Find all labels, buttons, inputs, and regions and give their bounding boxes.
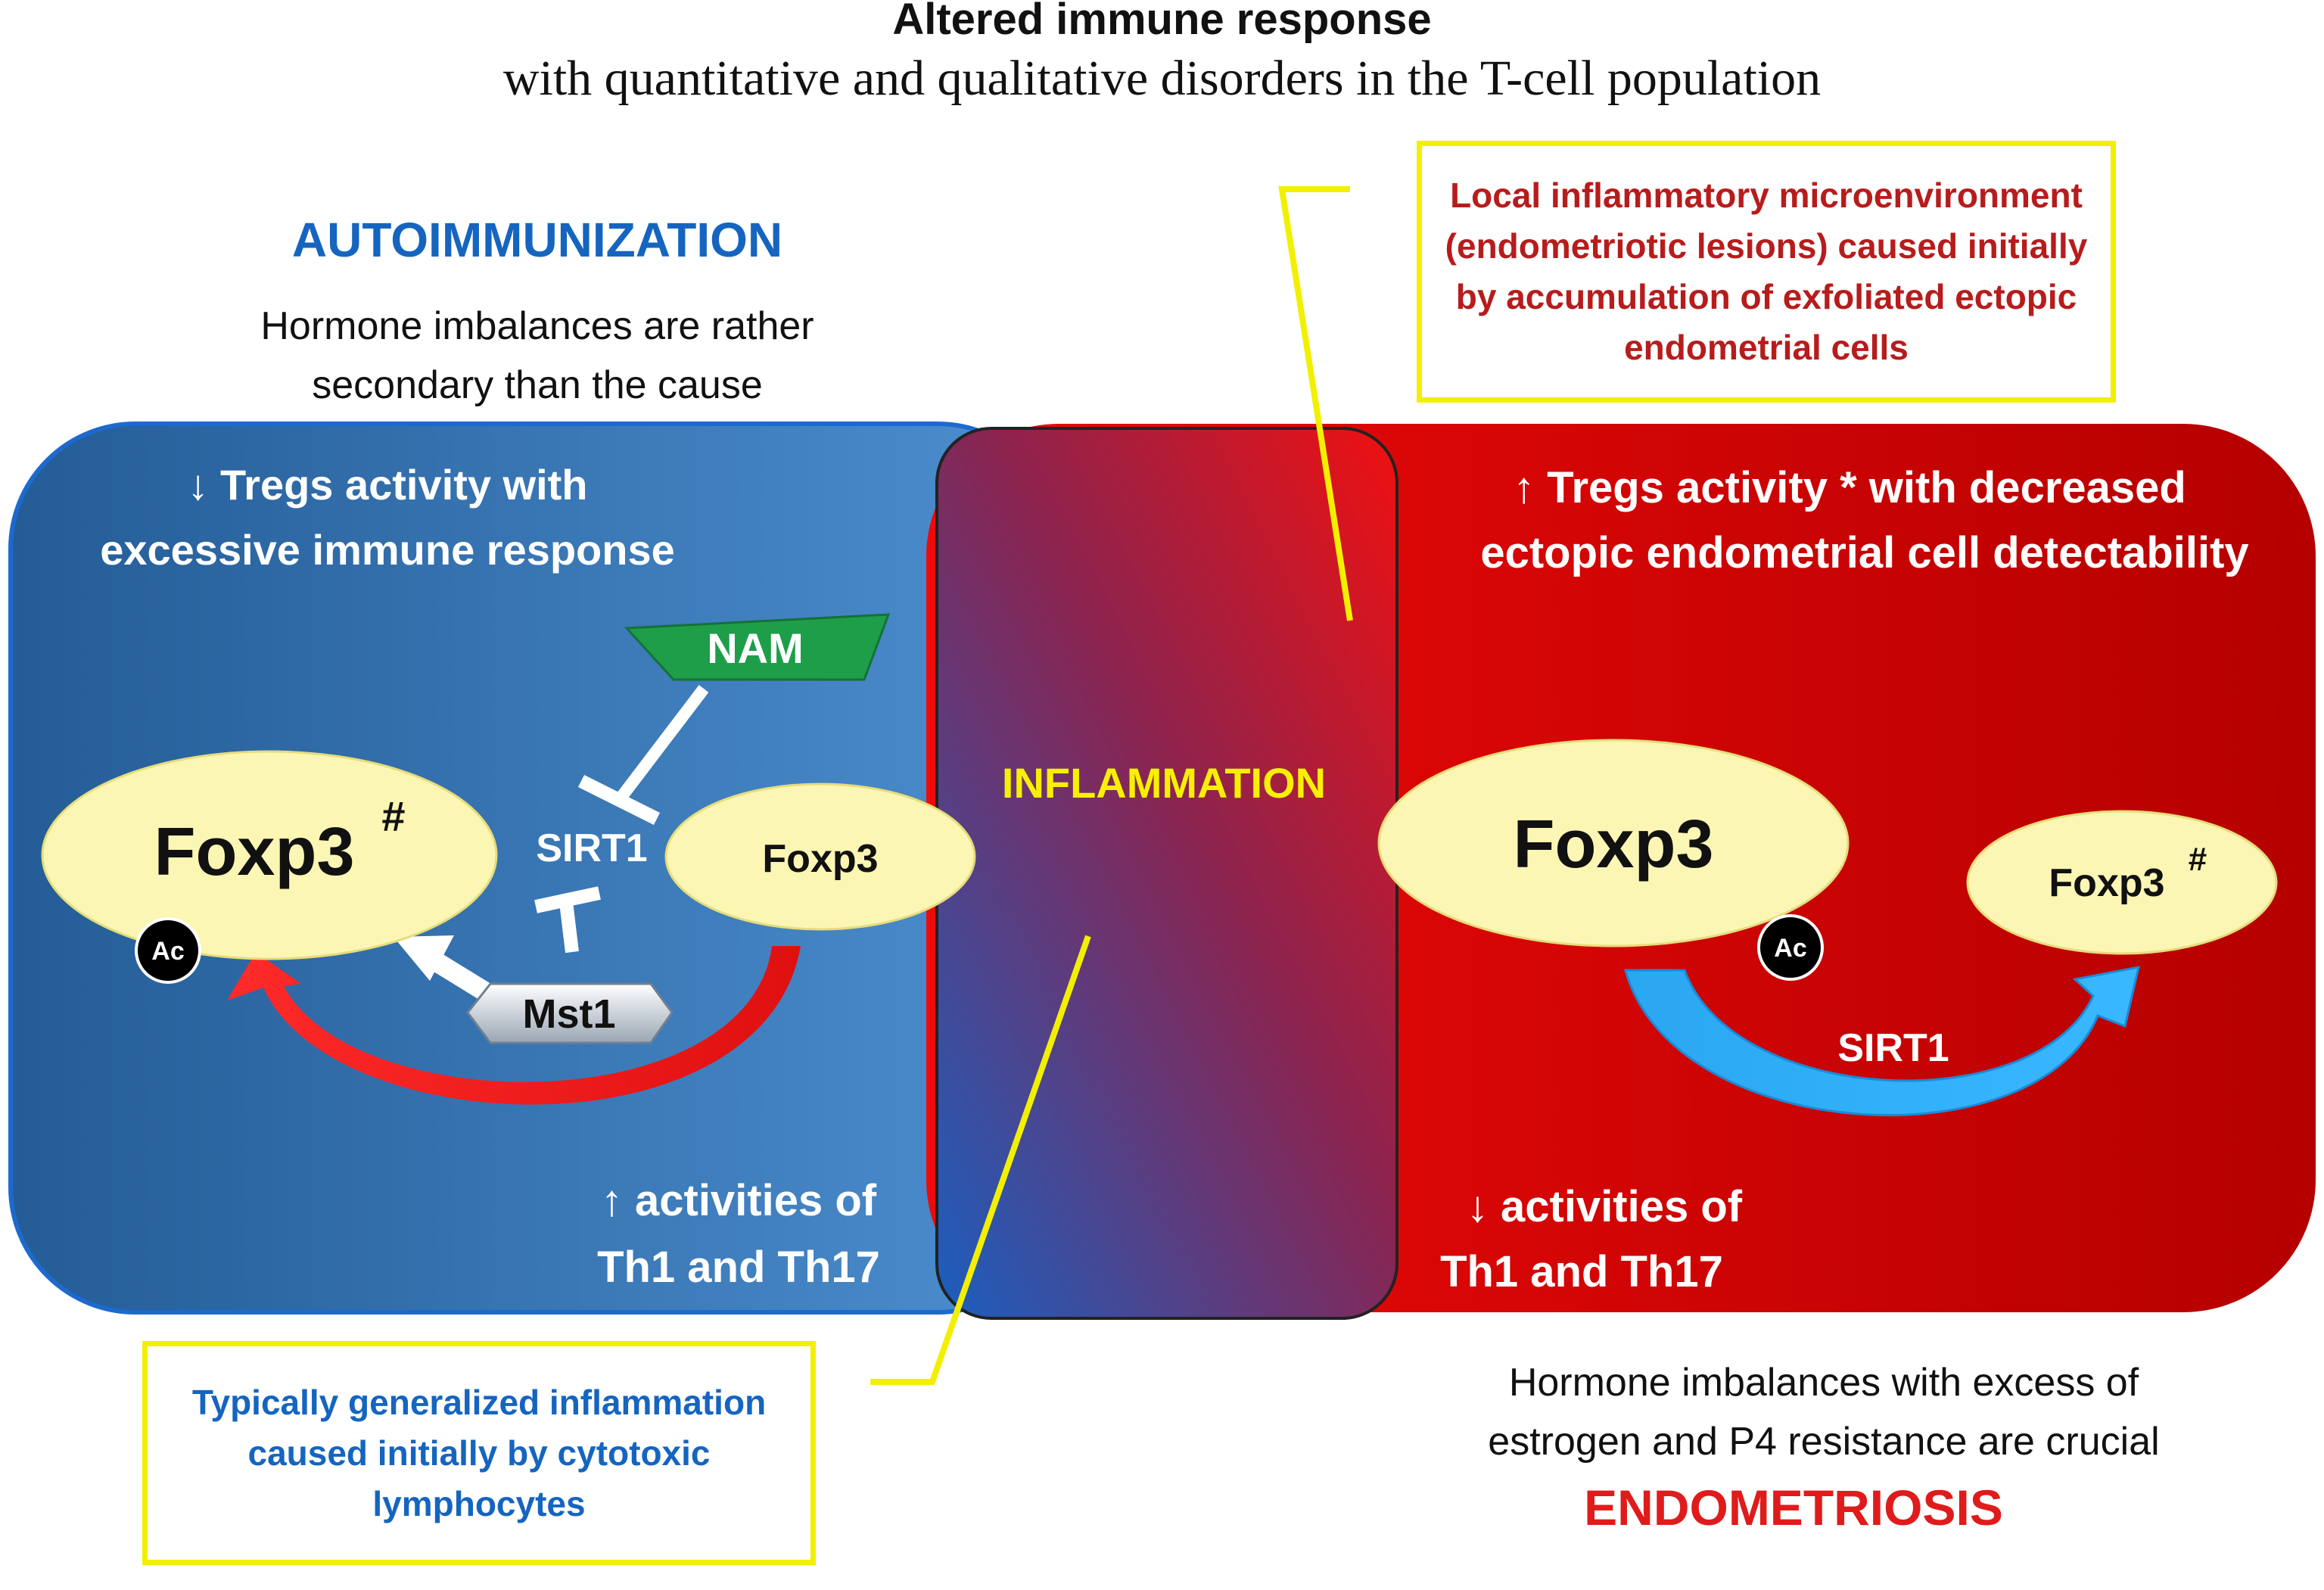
acetyl-group-left bbox=[135, 917, 201, 984]
tregs-right-line1: ↑ Tregs activity * with decreased bbox=[1513, 463, 2186, 512]
th-right-line1: ↓ activities of bbox=[1467, 1182, 1743, 1231]
foxp3-small-label-right: Foxp3 bbox=[2049, 861, 2164, 905]
foxp3-small-label-left: Foxp3 bbox=[762, 837, 878, 881]
general-box-line2: caused initially by cytotoxic bbox=[247, 1433, 711, 1473]
mst1-inhibition-line bbox=[559, 901, 579, 954]
mst1-activation-line bbox=[428, 951, 497, 1005]
mst1-inhibition-bar bbox=[534, 886, 601, 913]
foxp3-acetylated-ellipse-right bbox=[1966, 810, 2278, 955]
acetyl-group-right bbox=[1757, 914, 1824, 981]
th-right-line2: Th1 and Th17 bbox=[1440, 1247, 1723, 1296]
local-box-line1: Local inflammatory microenvironment bbox=[1450, 176, 2083, 215]
autoimmunization-note-line2: secondary than the cause bbox=[312, 363, 763, 407]
general-box-line3: lymphocytes bbox=[372, 1483, 586, 1523]
inflammation-label: INFLAMMATION bbox=[1002, 759, 1326, 807]
sirt1-label-left: SIRT1 bbox=[536, 826, 647, 870]
generalized-inflammation-box: Typically generalized inflammation cause… bbox=[142, 1341, 816, 1565]
ac-label-left: Ac bbox=[151, 937, 184, 966]
tregs-right-line2: ectopic endometrial cell detectability bbox=[1480, 528, 2248, 577]
foxp3-small-mark-right: # bbox=[2189, 841, 2207, 878]
nam-inhibition-line bbox=[617, 685, 709, 800]
mst1-node bbox=[466, 982, 674, 1044]
nam-label: NAM bbox=[707, 624, 804, 672]
local-box-line4: endometrial cells bbox=[1624, 328, 1909, 367]
local-box-line2: (endometriotic lesions) caused initially bbox=[1445, 226, 2088, 266]
endometriosis-note-line1: Hormone imbalances with excess of bbox=[1508, 1361, 2139, 1405]
local-box-line3: by accumulation of exfoliated ectopic bbox=[1455, 277, 2077, 316]
sirt1-label-right: SIRT1 bbox=[1837, 1026, 1949, 1070]
connector-bottom bbox=[870, 935, 1091, 1385]
inflammation-zone bbox=[935, 427, 1398, 1320]
th-left-line2: Th1 and Th17 bbox=[597, 1243, 880, 1292]
endometriosis-note: Hormone imbalances with excess of estrog… bbox=[1408, 1353, 2240, 1471]
local-inflammation-box: Local inflammatory microenvironment (end… bbox=[1417, 141, 2116, 403]
foxp3-big-mark-left: # bbox=[381, 792, 405, 840]
mst1-activation-head bbox=[394, 935, 454, 981]
tregs-left-line1: ↓ Tregs activity with bbox=[187, 461, 587, 509]
acetylation-arrow-left bbox=[227, 946, 801, 1105]
autoimmunization-title: AUTOIMMUNIZATION bbox=[291, 213, 783, 267]
connector-top bbox=[1278, 186, 1353, 621]
mst1-label: Mst1 bbox=[522, 991, 615, 1037]
foxp3-ellipse-right bbox=[1377, 739, 1850, 947]
tregs-left-line2: excessive immune response bbox=[100, 526, 675, 574]
deacetylation-arrow-right bbox=[1624, 966, 2140, 1117]
diagram-subtitle: with quantitative and qualitative disord… bbox=[502, 51, 1822, 106]
endometriosis-note-line2: estrogen and P4 resistance are crucial bbox=[1488, 1420, 2160, 1464]
th-left-line1: ↑ activities of bbox=[601, 1176, 877, 1225]
foxp3-ellipse-left bbox=[664, 783, 976, 931]
general-box-line1: Typically generalized inflammation bbox=[191, 1382, 767, 1422]
foxp3-big-label-left: Foxp3 bbox=[154, 814, 354, 890]
autoimmunization-note-line1: Hormone imbalances are rather bbox=[260, 304, 814, 348]
endometriosis-title: ENDOMETRIOSIS bbox=[1584, 1480, 2003, 1536]
autoimmunization-note: Hormone imbalances are rather secondary … bbox=[174, 297, 901, 415]
nam-node bbox=[624, 613, 891, 681]
diagram-title: Altered immune response bbox=[892, 0, 1432, 44]
foxp3-acetylated-ellipse-left bbox=[41, 750, 498, 960]
foxp3-big-label-right: Foxp3 bbox=[1513, 807, 1713, 882]
nam-inhibition-bar bbox=[577, 774, 661, 826]
ac-label-right: Ac bbox=[1774, 934, 1806, 963]
